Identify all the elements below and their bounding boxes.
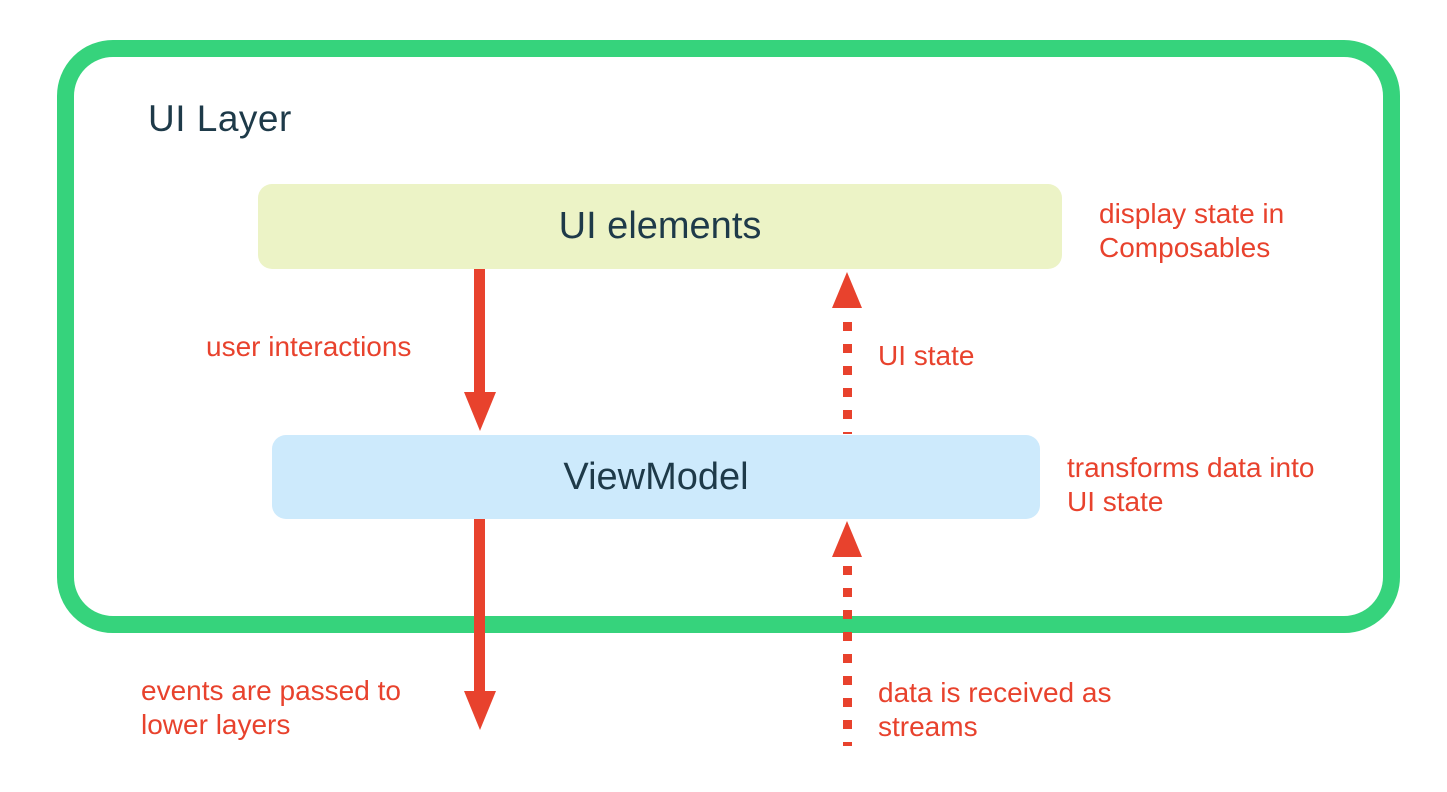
events-passed-label: events are passed to lower layers xyxy=(141,675,401,740)
ui-elements-node: UI elements xyxy=(258,184,1062,269)
ui-layer-title: UI Layer xyxy=(148,98,292,139)
dotted-up-arrow-shaft xyxy=(843,322,852,434)
ui-layer-container xyxy=(57,40,1400,633)
dotted-up-arrow-shaft xyxy=(843,566,852,746)
solid-down-arrow-shaft xyxy=(474,269,485,393)
ui-elements-label: UI elements xyxy=(558,205,762,247)
data-streams-label: data is received as streams xyxy=(878,677,1112,742)
user-interactions-label: user interactions xyxy=(206,331,412,362)
solid-down-arrowhead-icon xyxy=(464,392,496,431)
viewmodel-node: ViewModel xyxy=(272,435,1040,519)
ui-state-label: UI state xyxy=(878,340,975,371)
solid-down-arrowhead-icon xyxy=(464,691,496,730)
dotted-up-arrowhead-icon xyxy=(832,521,862,557)
transforms-data-annotation: transforms data into UI state xyxy=(1067,452,1315,517)
viewmodel-label: ViewModel xyxy=(563,455,749,498)
dotted-up-arrowhead-icon xyxy=(832,272,862,308)
solid-down-arrow-shaft xyxy=(474,518,485,692)
display-state-annotation: display state in Composables xyxy=(1099,198,1285,263)
